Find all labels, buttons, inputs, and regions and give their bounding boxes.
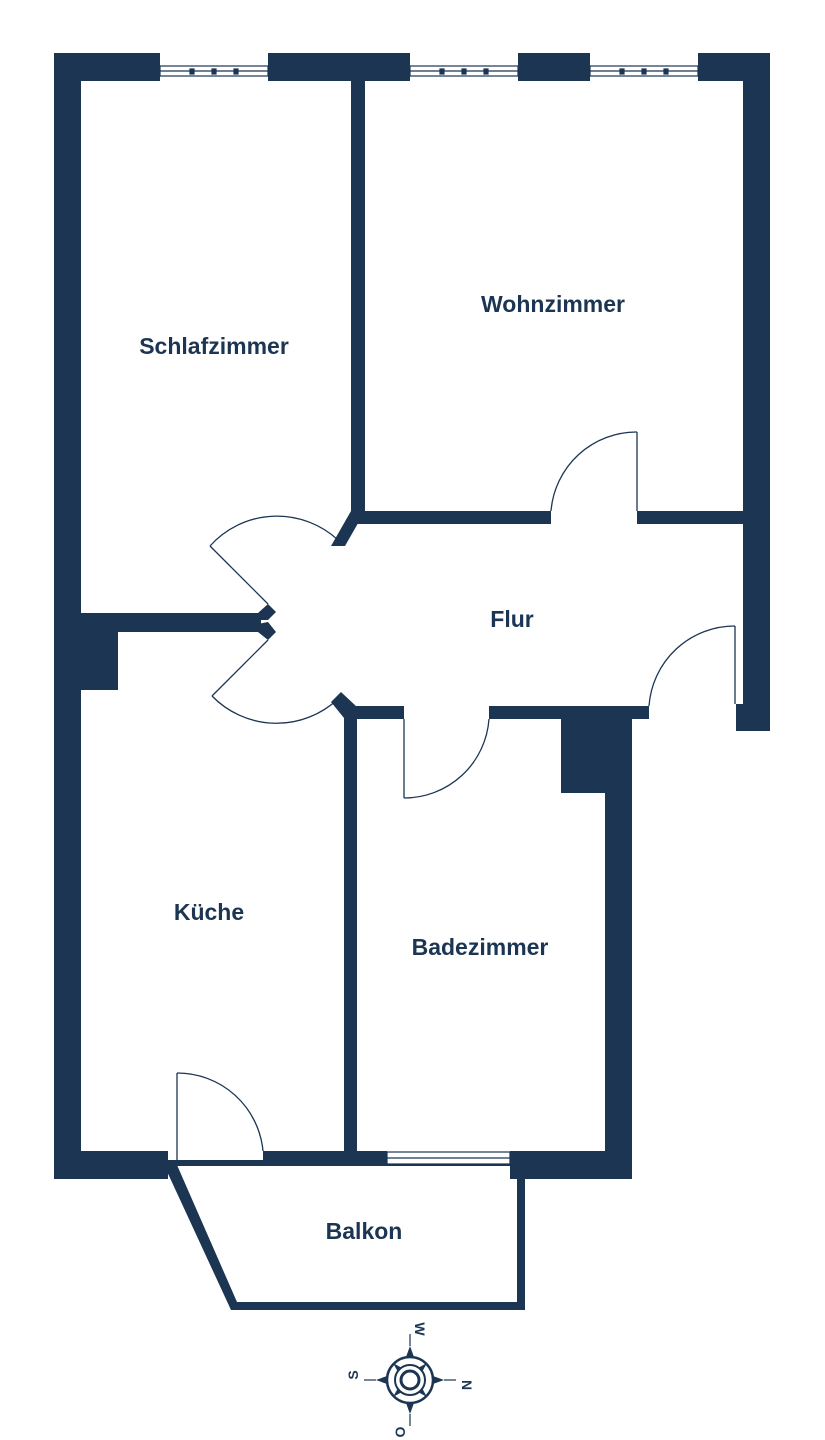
door-wohnzimmer	[550, 431, 638, 512]
compass-letter-n: N	[459, 1380, 475, 1390]
wall-bottom-left	[54, 1151, 168, 1179]
window-wohnzimmer-right	[589, 65, 699, 77]
compass-icon	[364, 1334, 456, 1426]
wall-flur-top-a	[357, 511, 551, 524]
wall-flur-top-b	[637, 511, 743, 524]
wall-schlaf-wohn	[351, 81, 365, 519]
wall-pillar-bath	[561, 719, 605, 793]
wall-diagonal-top	[331, 511, 365, 546]
room-label-balkon: Balkon	[326, 1218, 403, 1244]
wall-schlaf-kueche-b	[117, 628, 261, 632]
room-label-schlafzimmer: Schlafzimmer	[139, 333, 289, 359]
door-balkon	[176, 1072, 264, 1163]
compass-letter-w: W	[412, 1322, 428, 1336]
wall-flur-bottom-b	[489, 706, 649, 719]
balcony-top-edge	[164, 1160, 525, 1166]
wall-left	[54, 53, 81, 1179]
door-kueche	[211, 639, 339, 724]
wall-top-mid	[268, 53, 410, 81]
wall-right	[743, 53, 770, 731]
room-label-kueche: Küche	[174, 899, 244, 925]
wall-pillar-left	[81, 628, 118, 690]
room-label-flur: Flur	[490, 606, 533, 632]
door-entrance	[648, 625, 736, 707]
room-label-badezimmer: Badezimmer	[412, 934, 549, 960]
wall-schlaf-kueche-a	[81, 613, 261, 628]
walls	[54, 53, 770, 1310]
wall-door-stub-b	[258, 622, 276, 640]
compass-rose: W N O S	[345, 1322, 475, 1437]
doors	[176, 431, 736, 1163]
wall-kueche-bad	[344, 706, 357, 1151]
wall-bottom-right	[510, 1151, 632, 1179]
room-label-wohnzimmer: Wohnzimmer	[481, 291, 625, 317]
wall-flur-bottom-a	[344, 706, 404, 719]
compass-letter-s: S	[345, 1370, 361, 1379]
door-schlafzimmer	[209, 515, 339, 605]
windows	[159, 65, 699, 1165]
wall-bath-right	[605, 706, 632, 1179]
wall-right-end	[736, 704, 770, 731]
wall-door-stub-a	[258, 604, 276, 620]
door-bad	[403, 718, 490, 799]
compass-letter-o: O	[392, 1426, 408, 1437]
wall-top-pier	[518, 53, 590, 81]
window-schlafzimmer	[159, 65, 269, 77]
room-labels: Schlafzimmer Wohnzimmer Flur Küche Badez…	[139, 291, 625, 1244]
window-wohnzimmer-left	[409, 65, 519, 77]
window-balcony-door	[386, 1151, 511, 1165]
